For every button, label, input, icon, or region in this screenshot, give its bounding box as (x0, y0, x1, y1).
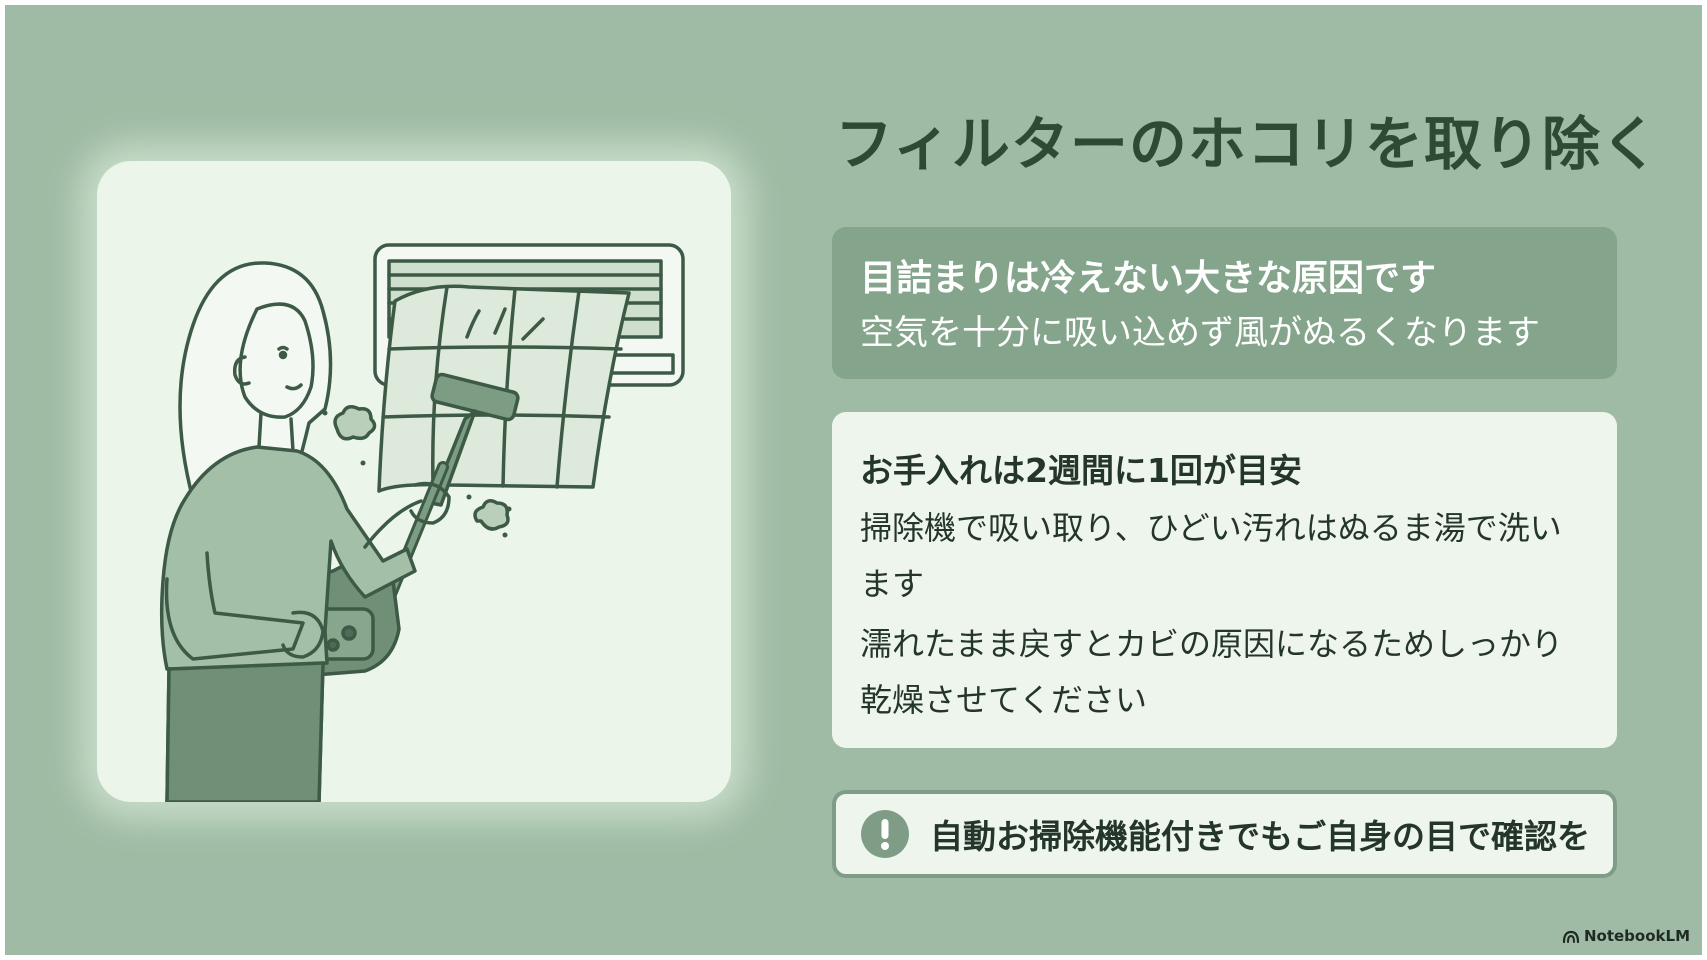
brand-label: NotebookLM (1583, 927, 1690, 945)
cause-heading: 目詰まりは冷えない大きな原因です (860, 258, 1437, 299)
vacuum-filter-illustration (159, 243, 685, 802)
illustration-card (97, 161, 731, 802)
care-line-vacuum: 掃除機で吸い取り、ひどい汚れはぬるま湯で洗います (860, 509, 1562, 603)
notebooklm-branding: NotebookLM (1562, 927, 1690, 945)
cause-detail: 空気を十分に吸い込めず風がぬるくなります (860, 313, 1540, 353)
slide-title: フィルターのホコリを取り除く (835, 110, 1660, 178)
caution-note: 自動お掃除機能付きでもご自身の目で確認を (832, 790, 1617, 878)
caution-text: 自動お掃除機能付きでもご自身の目で確認を (930, 817, 1590, 856)
care-instructions-card: お手入れは2週間に1回が目安 掃除機で吸い取り、ひどい汚れはぬるま湯で洗います … (832, 412, 1617, 748)
slide: フィルターのホコリを取り除く 目詰まりは冷えない大きな原因です 空気を十分に吸い… (5, 5, 1702, 955)
care-line-dry: 濡れたまま戻すとカビの原因になるためしっかり乾燥させてください (860, 625, 1564, 719)
cause-callout: 目詰まりは冷えない大きな原因です 空気を十分に吸い込めず風がぬるくなります (832, 227, 1617, 379)
exclamation-icon (861, 810, 909, 858)
care-heading: お手入れは2週間に1回が目安 (860, 451, 1302, 490)
notebooklm-logo-icon (1562, 930, 1580, 943)
